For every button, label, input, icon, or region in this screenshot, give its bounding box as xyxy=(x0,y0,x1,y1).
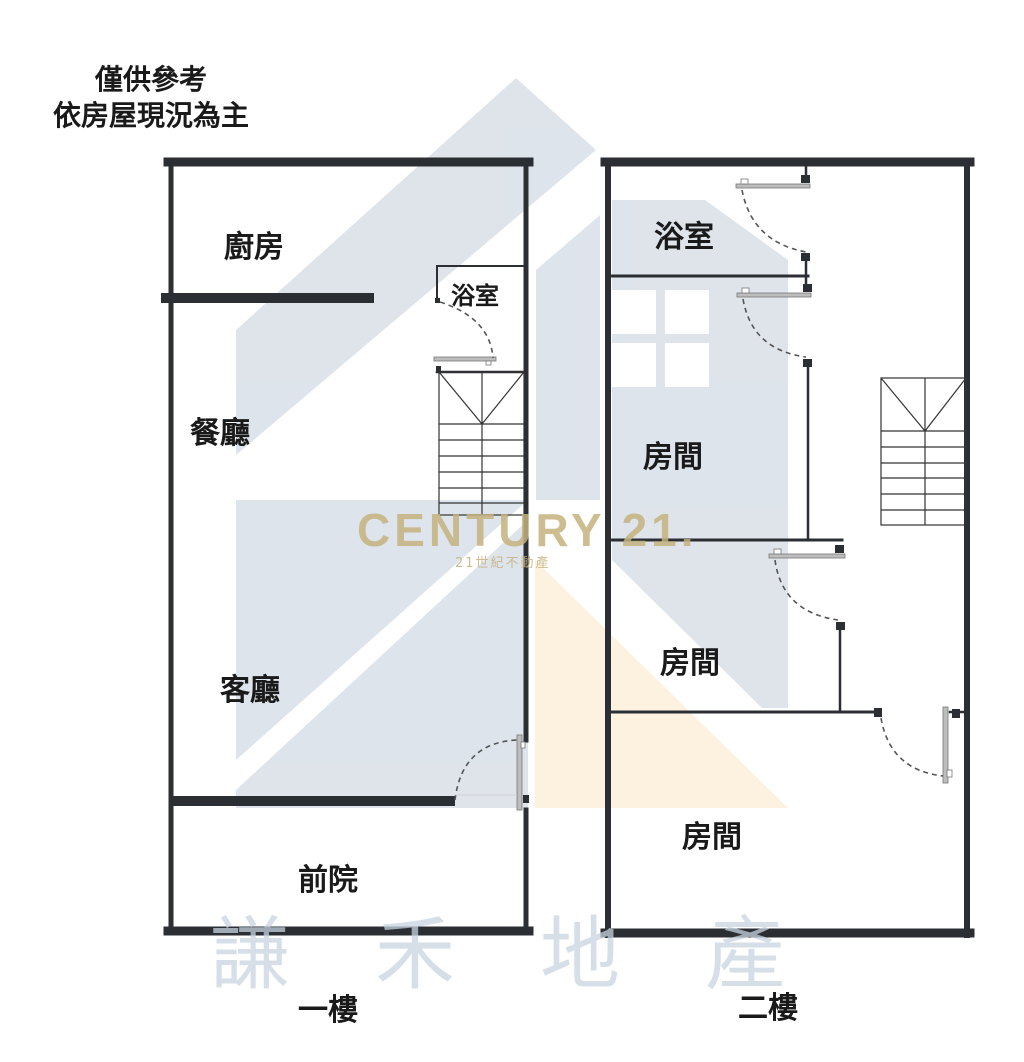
floor2-walls xyxy=(600,157,975,938)
floor2-room-bathroom: 浴室 xyxy=(654,220,714,255)
watermark-agency-char-2: 禾 xyxy=(375,908,455,1001)
floor2-bathroom-door xyxy=(735,175,811,261)
floor1-walls xyxy=(161,157,534,936)
floor1-room-front-yard: 前院 xyxy=(298,863,358,898)
watermark-window xyxy=(612,290,709,387)
floor1-room-bathroom: 浴室 xyxy=(451,282,499,310)
watermark-agency-char-3: 地 xyxy=(540,908,620,1001)
floor1-stairs xyxy=(438,371,525,516)
floor2-room-bedroom-2: 房間 xyxy=(660,646,720,681)
watermark-house-logo xyxy=(236,78,788,808)
floor2-room-bedroom-3: 房間 xyxy=(682,820,742,855)
floor1-room-living: 客廳 xyxy=(220,673,280,708)
floor2-bedroom1-door xyxy=(736,284,812,367)
floor1-entry-door xyxy=(447,734,529,811)
floor2-room-bedroom-1: 房間 xyxy=(643,440,703,475)
floor1-title: 一樓 xyxy=(298,993,358,1028)
watermark-agency-char-1: 謙 xyxy=(210,908,290,1001)
floor2-stairs xyxy=(880,377,967,526)
disclaimer-line-1: 僅供參考 xyxy=(94,63,207,96)
disclaimer-note: 僅供參考 依房屋現況為主 xyxy=(26,62,276,134)
floor1-room-dining: 餐廳 xyxy=(190,416,250,451)
floor2-bedroom3-door xyxy=(874,706,960,784)
floor2-title: 二樓 xyxy=(738,991,798,1026)
watermark-century21-subtitle: 21世紀不動產 xyxy=(455,556,551,571)
disclaimer-line-2: 依房屋現況為主 xyxy=(52,99,249,132)
floor1-room-kitchen: 廚房 xyxy=(224,230,284,265)
floor1-bathroom-door xyxy=(433,298,497,371)
watermark-accent-triangle xyxy=(535,560,788,808)
floor2-bedroom2-door xyxy=(768,545,846,630)
watermark-agency-char-4: 產 xyxy=(705,908,785,1001)
watermark-century21-logo: CENTURY 21. xyxy=(357,504,698,556)
